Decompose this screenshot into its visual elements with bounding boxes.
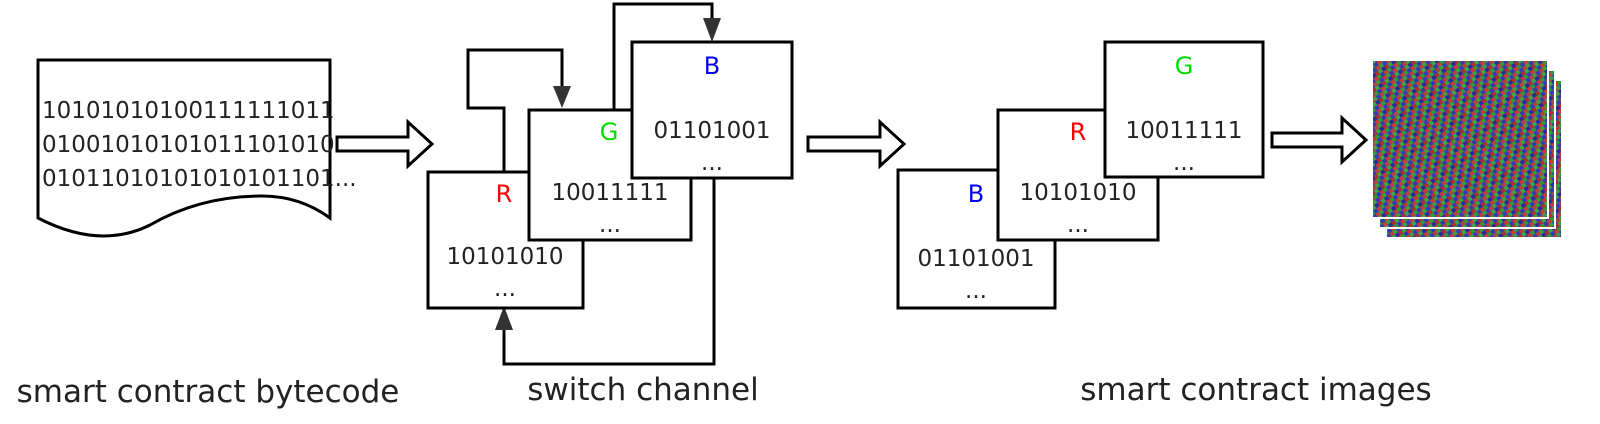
arrowhead-into-G [553,86,571,108]
caption-images: smart contract images [1080,372,1431,408]
image-card-G-label: G [1175,52,1194,80]
switch-card-B-label: B [704,52,720,80]
bytecode-line-3: 01011010101010101101... [42,166,357,192]
caption-bytecode: smart contract bytecode [17,374,400,410]
switch-card-R-value: 10101010 [446,244,563,270]
switch-connector-B-to-R [502,178,716,366]
image-card-R-ellipsis: ... [1067,212,1089,238]
image-card-G-value: 10011111 [1125,118,1242,144]
arrow-images-to-output [1270,114,1369,166]
image-card-B-value: 01101001 [917,246,1034,272]
arrow-bytecode-to-switch [335,118,435,170]
switch-card-G-ellipsis: ... [599,212,621,238]
image-card-R-value: 10101010 [1019,180,1136,206]
arrowhead-into-B [703,18,721,42]
rgb-noise-image-stack-icon [1371,59,1563,239]
switch-card-B-ellipsis: ... [701,150,723,176]
switch-connector-G-to-B [612,2,714,110]
image-card-B-ellipsis: ... [965,278,987,304]
bytecode-document-shape [36,58,332,238]
image-card-G-ellipsis: ... [1173,150,1195,176]
switch-connector-R-to-G [466,48,564,172]
switch-card-R-ellipsis: ... [494,276,516,302]
switch-card-B [630,40,794,180]
switch-card-B-value: 01101001 [653,118,770,144]
arrow-switch-to-images [806,118,907,170]
bytecode-line-1: 10101010100111111011 [42,98,335,124]
switch-card-G-value: 10011111 [551,180,668,206]
bytecode-line-2: 01001010101011101010 [42,132,335,158]
caption-switch-channel: switch channel [527,372,759,408]
image-card-R-label: R [1070,118,1087,146]
image-card-G [1103,40,1265,179]
arrowhead-into-R [495,306,513,330]
switch-card-R-label: R [496,180,513,208]
image-card-B-label: B [968,180,984,208]
switch-card-G-label: G [600,118,619,146]
